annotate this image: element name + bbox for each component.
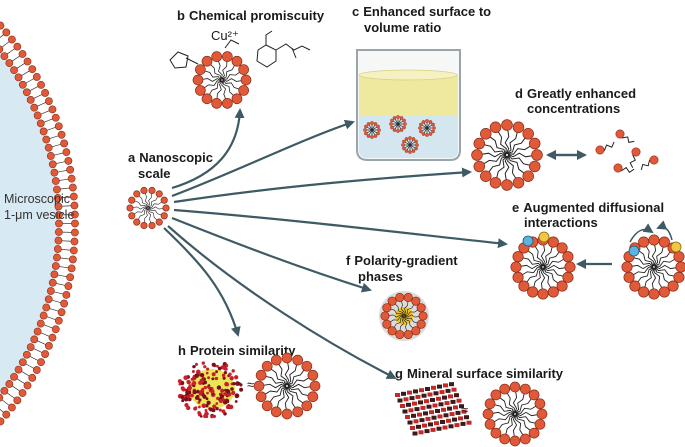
beaker [356,49,461,161]
approx-sign-g: ≈ [461,402,468,417]
panel-a-title-line2: scale [138,166,171,181]
protein-structure [177,361,244,419]
arrow-to-d [173,167,472,204]
micelle-diffusional-left [510,234,576,300]
vesicle-membrane [0,0,79,447]
panel-d-title-line2: concentrations [527,101,620,116]
polarity-gradient-core [395,307,413,325]
reactant-blue [522,235,534,247]
mineral-surface [395,382,472,436]
reactant-yellow-2 [670,241,682,253]
micelle-mineral-comparison [482,381,548,447]
arrow-to-b [171,108,245,190]
micelle-chemical-promiscuity [192,51,252,109]
panel-e-title-line2: interactions [524,215,598,230]
beaker-upper-phase [359,75,458,115]
vesicle-label-line2: 1-μm vesicle [4,208,74,222]
attached-molecules [169,30,311,69]
vesicle-label-line1: Microscopic [4,192,70,206]
arrow-to-e [173,208,508,249]
reactant-molecules [522,220,682,257]
arrows [163,108,612,379]
copper-ion-label: Cu²⁺ [211,28,239,43]
arrow-to-c [171,119,355,198]
beaker-micelles [363,115,436,154]
reactant-blue-2 [628,245,640,257]
arrow-to-g [167,225,397,379]
panel-c-title-line2: volume ratio [364,20,441,35]
panel-f-title-line2: phases [358,269,403,284]
micelle-nanoscopic [126,186,170,230]
membrane-lipid-heads [0,21,79,426]
free-monomers [595,129,659,173]
vesicle-interior [0,0,59,447]
arrow-to-f [171,216,372,293]
micelle-polarity-gradient [380,292,428,340]
panel-a-letter: a [128,150,136,165]
micelle-concentrated [471,119,543,191]
approx-sign-h: ≈ [247,377,254,392]
arrow-to-h [163,227,241,337]
reactant-yellow [538,231,550,243]
micelle-protein-comparison [253,352,321,420]
